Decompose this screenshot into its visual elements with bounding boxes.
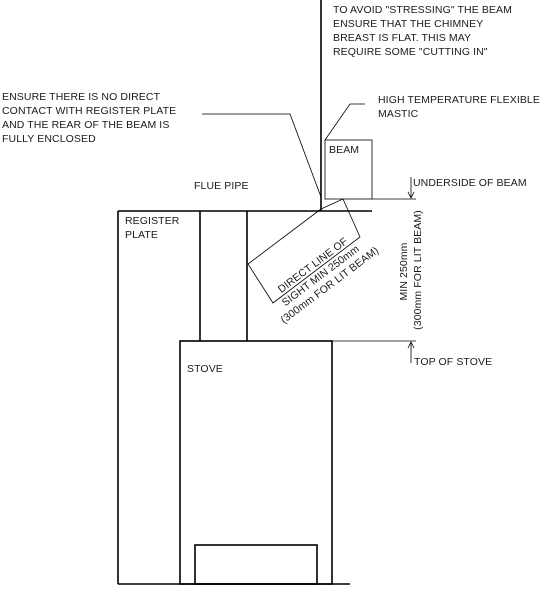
min-distance-label: MIN 250mm (300mm FOR LIT BEAM) <box>398 210 424 330</box>
mastic-note-leader <box>324 103 365 141</box>
flue-pipe-label: FLUE PIPE <box>194 180 249 192</box>
stove-door <box>194 544 318 585</box>
stress-note: TO AVOID "STRESSING" THE BEAM ENSURE THA… <box>333 4 515 58</box>
contact-note: ENSURE THERE IS NO DIRECT CONTACT WITH R… <box>2 91 179 145</box>
line-of-sight-box <box>247 198 361 304</box>
lower-dimension-arrowhead <box>407 341 415 349</box>
mastic-note: HIGH TEMPERATURE FLEXIBLE MASTIC <box>378 94 543 120</box>
beam <box>324 139 373 200</box>
stove-body <box>179 340 333 585</box>
register-plate-label: REGISTER PLATE <box>125 215 183 241</box>
beam-label: BEAM <box>329 144 359 156</box>
top-of-stove-label: TOP OF STOVE <box>414 356 492 368</box>
upper-dimension-arrowhead <box>407 191 415 199</box>
underside-of-beam-label: UNDERSIDE OF BEAM <box>413 177 527 189</box>
stove-label: STOVE <box>187 363 223 375</box>
contact-note-leader <box>202 113 322 198</box>
